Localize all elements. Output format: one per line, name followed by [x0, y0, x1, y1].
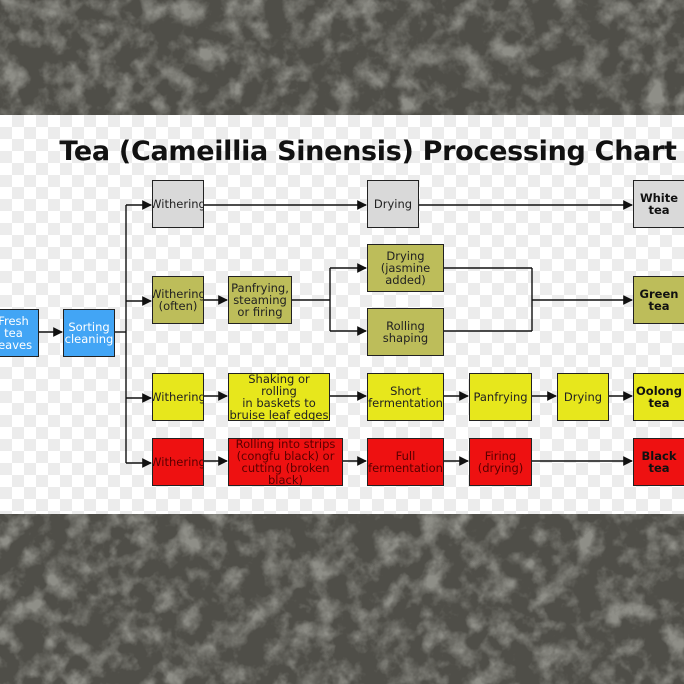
node-black-tea: Black tea: [633, 438, 684, 486]
node-drying-oolong: Drying: [557, 373, 609, 421]
node-shaking-rolling: Shaking or rolling in baskets to bruise …: [228, 373, 330, 421]
node-rolling-shaping: Rolling shaping: [367, 308, 444, 356]
node-green-tea: Green tea: [633, 276, 684, 324]
node-short-fermentation: Short fermentation: [367, 373, 444, 421]
node-white-tea: White tea: [633, 180, 684, 228]
node-withering-black: Withering: [152, 438, 204, 486]
node-fresh-tea-leaves: Fresh tea leaves: [0, 309, 39, 357]
node-withering-white: Withering: [152, 180, 204, 228]
node-withering-oolong: Withering: [152, 373, 204, 421]
node-sorting-cleaning: Sorting cleaning: [63, 309, 115, 357]
node-rolling-strips: Rolling into strips (congfu black) or cu…: [228, 438, 343, 486]
node-panfrying-green: Panfrying, steaming or firing: [228, 276, 292, 324]
node-withering-green: Withering (often): [152, 276, 204, 324]
node-firing-drying: Firing (drying): [469, 438, 532, 486]
node-oolong-tea: Oolong tea: [633, 373, 684, 421]
chart-title: Tea (Cameillia Sinensis) Processing Char…: [0, 136, 684, 167]
node-drying-white: Drying: [367, 180, 419, 228]
node-drying-jasmine: Drying (jasmine added): [367, 244, 444, 292]
node-panfrying-oolong: Panfrying: [469, 373, 532, 421]
node-full-fermentation: Full fermentation: [367, 438, 444, 486]
